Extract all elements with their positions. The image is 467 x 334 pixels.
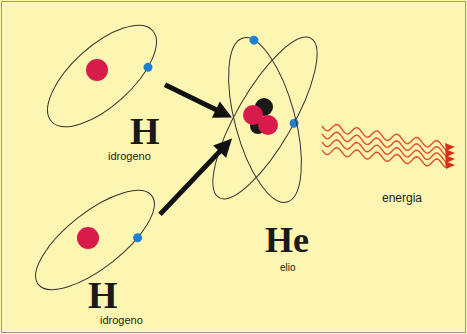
electron [248, 35, 259, 46]
hydrogen-atom-node: Hidrogeno [30, 185, 160, 332]
hydrogen-atom-node: Hidrogeno [40, 15, 165, 170]
electron [131, 231, 144, 244]
wave-head [445, 161, 455, 169]
fusion-arrow [165, 85, 232, 118]
orbit [214, 30, 316, 210]
wave [322, 148, 446, 168]
fusion-arrow [160, 139, 232, 215]
element-symbol: H [88, 276, 118, 314]
nucleus [77, 227, 99, 249]
element-symbol: He [265, 222, 309, 258]
element-name: idrogeno [100, 315, 143, 326]
helium-atom [195, 24, 339, 213]
arrow-head [213, 139, 232, 158]
arrow-head [212, 102, 232, 118]
proton [258, 115, 278, 135]
helium-atom-node: He elio [232, 18, 332, 280]
element-name: elio [280, 263, 296, 273]
element-name: idrogeno [108, 151, 151, 162]
element-symbol: H [130, 112, 160, 150]
orbit [195, 24, 335, 211]
energy-label: energia [382, 192, 422, 204]
energy-waves [322, 124, 455, 169]
arrow-shaft [160, 150, 221, 214]
arrow-shaft [165, 85, 218, 111]
electron [288, 117, 300, 129]
electron [142, 61, 155, 74]
nucleus [86, 59, 108, 81]
